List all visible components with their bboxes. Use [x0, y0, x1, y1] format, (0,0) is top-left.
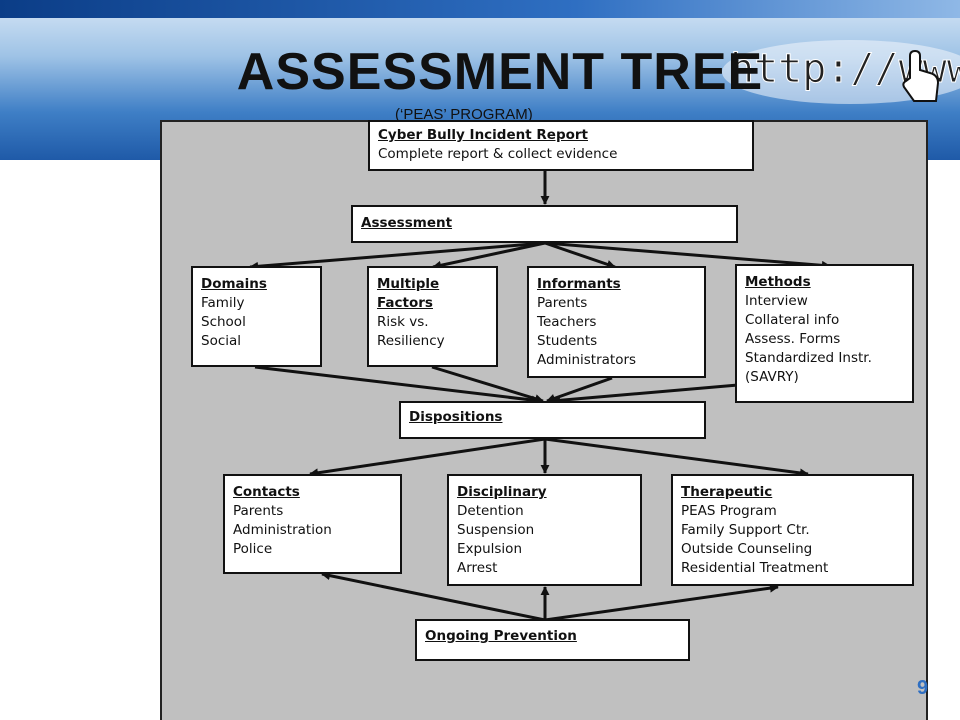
node-contacts: Contacts Parents Administration Police	[223, 474, 402, 574]
node-item: Arrest	[457, 560, 498, 576]
node-heading: Contacts	[233, 484, 300, 500]
node-heading: Multiple	[377, 276, 440, 292]
node-item: Collateral info	[745, 312, 840, 328]
node-item: Family Support Ctr.	[681, 522, 810, 538]
node-item: Standardized Instr.	[745, 350, 872, 366]
node-heading: Domains	[201, 276, 267, 292]
node-item: Teachers	[537, 314, 597, 330]
node-methods: Methods Interview Collateral info Assess…	[735, 264, 914, 403]
node-item: Parents	[537, 295, 588, 311]
node-item: Assess. Forms	[745, 331, 841, 347]
node-domains: Domains Family School Social	[191, 266, 322, 367]
page-number: 9	[917, 677, 929, 699]
node-item: Complete report & collect evidence	[378, 146, 618, 162]
node-heading: Assessment	[361, 215, 453, 231]
node-item: Risk vs.	[377, 314, 429, 330]
node-heading: Cyber Bully Incident Report	[378, 127, 588, 143]
node-item: (SAVRY)	[745, 369, 799, 385]
node-item: Residential Treatment	[681, 560, 829, 576]
node-dispositions: Dispositions	[399, 401, 706, 439]
node-item: PEAS Program	[681, 503, 777, 519]
node-item: Family	[201, 295, 245, 311]
banner-strip	[0, 0, 960, 18]
url-text: http://www.	[730, 46, 960, 92]
node-heading: Therapeutic	[681, 484, 773, 500]
node-item: Social	[201, 333, 242, 349]
node-item: Students	[537, 333, 598, 349]
node-item: Outside Counseling	[681, 541, 813, 557]
node-item: Administrators	[537, 352, 637, 368]
node-item: Parents	[233, 503, 284, 519]
node-multiple-factors: Multiple Factors Risk vs. Resiliency	[367, 266, 498, 367]
cursor-hand-icon	[902, 49, 940, 102]
node-disciplinary: Disciplinary Detention Suspension Expuls…	[447, 474, 642, 586]
node-heading: Methods	[745, 274, 811, 290]
node-item: Suspension	[457, 522, 535, 538]
node-item: Police	[233, 541, 273, 557]
slide-title: ASSESSMENT TREE	[236, 43, 764, 101]
slide-subtitle: (‘PEAS’ PROGRAM)	[395, 106, 533, 123]
node-item: Resiliency	[377, 333, 445, 349]
node-ongoing-prevention: Ongoing Prevention	[415, 619, 690, 661]
node-heading: Factors	[377, 295, 433, 311]
node-item: Expulsion	[457, 541, 522, 557]
node-therapeutic: Therapeutic PEAS Program Family Support …	[671, 474, 914, 586]
node-informants: Informants Parents Teachers Students Adm…	[527, 266, 706, 378]
node-assessment: Assessment	[351, 205, 738, 243]
node-heading: Disciplinary	[457, 484, 547, 500]
node-item: Administration	[233, 522, 332, 538]
node-cyber-bully-incident-report: Cyber Bully Incident Report Complete rep…	[368, 120, 754, 171]
node-heading: Ongoing Prevention	[425, 628, 577, 644]
node-heading: Dispositions	[409, 409, 503, 425]
web-address-graphic: http://www.	[722, 40, 960, 104]
node-item: Detention	[457, 503, 524, 519]
node-item: School	[201, 314, 246, 330]
node-heading: Informants	[537, 276, 621, 292]
node-item: Interview	[745, 293, 808, 309]
